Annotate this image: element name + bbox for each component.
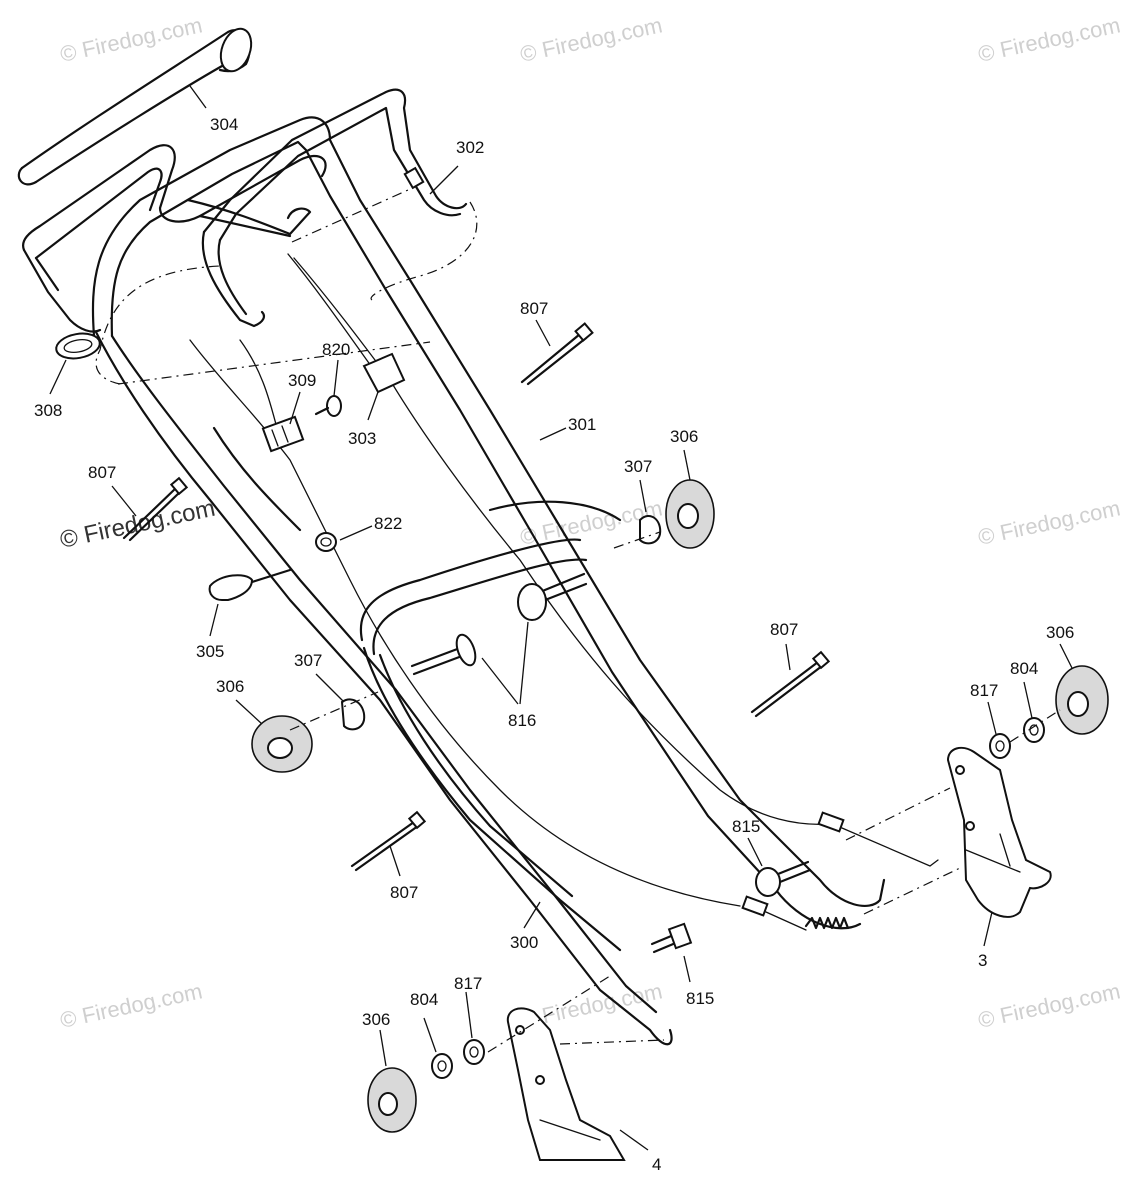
callout-804: 804	[410, 990, 438, 1009]
retaining-ring-308	[55, 332, 101, 360]
callout-807: 807	[390, 883, 418, 902]
watermark-text: © Firedog.com	[518, 12, 665, 67]
washer-804-lower	[431, 1053, 453, 1079]
callout-820: 820	[322, 340, 350, 359]
callout-804: 804	[1010, 659, 1038, 678]
callout-306: 306	[1046, 623, 1074, 642]
leader-lines	[49, 85, 1073, 1151]
callout-807: 807	[520, 299, 548, 318]
callout-815: 815	[732, 817, 760, 836]
knob-306-left	[251, 715, 313, 773]
upper-handle-301	[91, 116, 886, 930]
callout-306: 306	[670, 427, 698, 446]
callout-305: 305	[196, 642, 224, 661]
callout-300: 300	[510, 933, 538, 952]
callout-labels: 304 302 308 807 820 309 303 301 306 307 …	[34, 115, 1074, 1174]
watermark-text: © Firedog.com	[976, 495, 1123, 550]
assembly-centerlines	[289, 531, 1061, 1053]
control-lever-302	[201, 88, 468, 328]
callout-4: 4	[652, 1155, 661, 1174]
washer-804-right	[1023, 717, 1045, 743]
control-cables	[189, 253, 939, 931]
callout-815: 815	[686, 989, 714, 1008]
callout-3: 3	[978, 951, 987, 970]
watermark-text: © Firedog.com	[976, 978, 1123, 1033]
phantom-centerline-2	[117, 341, 431, 385]
phantom-centerline-1	[291, 189, 409, 243]
bolt-807-a	[520, 322, 594, 386]
handle-crossbar	[359, 500, 622, 952]
callout-301: 301	[568, 415, 596, 434]
callout-308: 308	[34, 401, 62, 420]
watermark-text: © Firedog.com	[58, 978, 205, 1033]
callout-822: 822	[374, 514, 402, 533]
callout-817: 817	[970, 681, 998, 700]
bracket-3	[946, 746, 1052, 918]
callout-807: 807	[770, 620, 798, 639]
callout-807: 807	[88, 463, 116, 482]
cable-clip-309	[261, 415, 305, 453]
screw-815-lower	[650, 922, 693, 954]
washer-817-right	[989, 733, 1011, 759]
carriage-bolt-816-b	[517, 572, 588, 621]
phantom-lever-outline	[370, 201, 478, 301]
bolt-807-d	[350, 810, 427, 872]
bracket-4	[506, 1007, 626, 1161]
washer-307-upper	[639, 515, 662, 545]
callout-306: 306	[362, 1010, 390, 1029]
knob-306-upper	[665, 479, 715, 549]
screw-815-right	[755, 860, 812, 897]
watermark-text: © Firedog.com	[976, 12, 1123, 67]
callout-309: 309	[288, 371, 316, 390]
cable-guide-303	[362, 352, 406, 394]
screw-820	[314, 395, 342, 417]
phantom-bail-outline	[95, 265, 221, 385]
bolt-807-b	[122, 476, 189, 542]
foam-grip-304	[17, 27, 253, 186]
knob-306-lower	[367, 1067, 417, 1133]
watermark-text: © Firedog.com	[58, 12, 205, 67]
callout-307: 307	[294, 651, 322, 670]
cable-clip-305	[208, 568, 292, 601]
callout-302: 302	[456, 138, 484, 157]
bolt-807-c	[750, 650, 831, 718]
callout-816: 816	[508, 711, 536, 730]
callout-307: 307	[624, 457, 652, 476]
watermarks: © Firedog.com © Firedog.com © Firedog.co…	[58, 12, 1123, 1033]
lower-handle-300	[94, 330, 673, 1046]
callout-817: 817	[454, 974, 482, 993]
washer-817-lower	[463, 1039, 485, 1065]
knob-306-right	[1055, 665, 1109, 735]
spacer-822	[315, 532, 337, 552]
callout-306: 306	[216, 677, 244, 696]
washer-307-left	[340, 698, 366, 731]
callout-303: 303	[348, 429, 376, 448]
carriage-bolt-816-a	[410, 633, 477, 676]
callout-304: 304	[210, 115, 238, 134]
